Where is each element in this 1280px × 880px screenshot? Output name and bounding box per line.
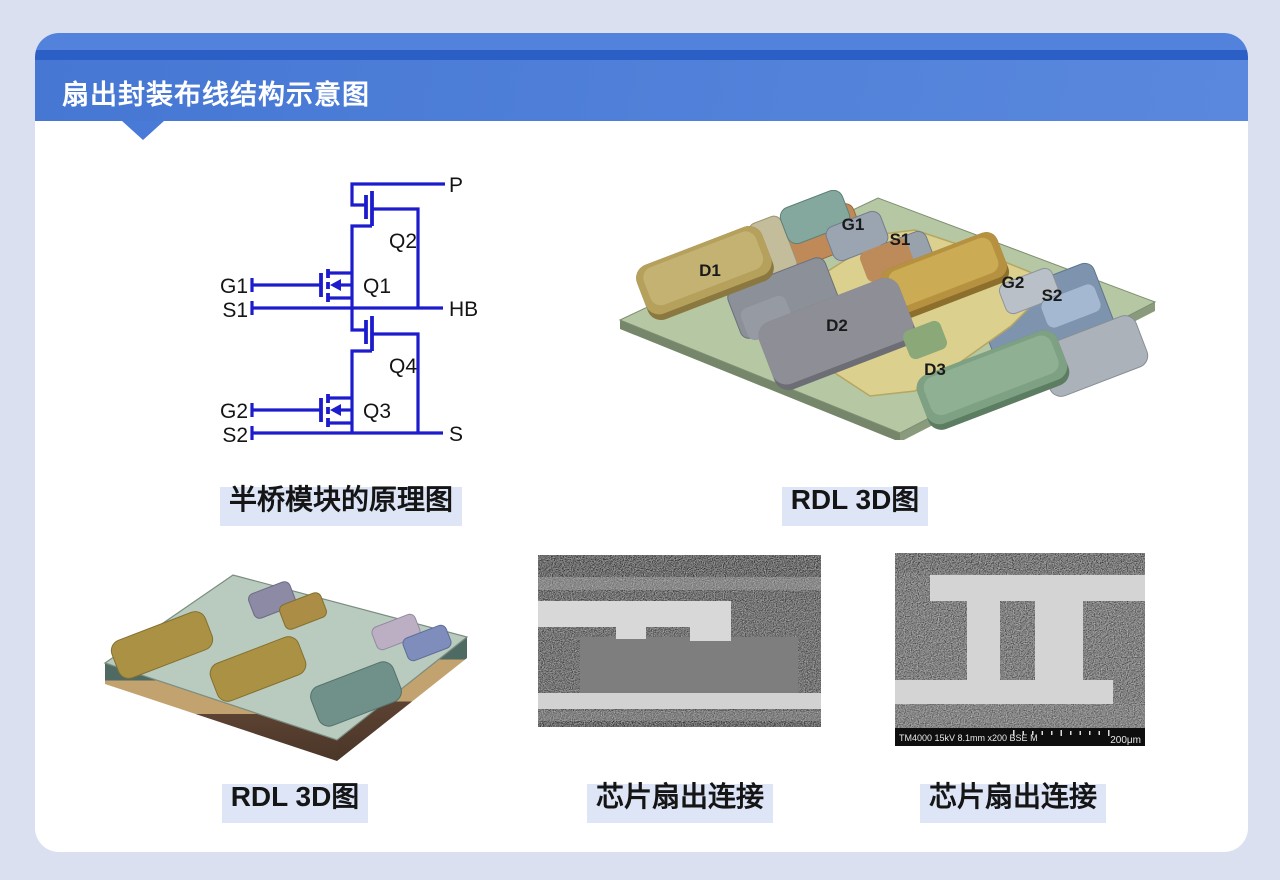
sem-right-copper xyxy=(895,575,1145,704)
rdl-3d-top-figure: D1 G1 S1 G2 S2 D2 D3 xyxy=(618,190,1157,440)
sem-scale-label: 200μm xyxy=(1110,735,1141,746)
mosfet-body-arrows xyxy=(330,279,341,416)
caption-rdl-bottom: RDL 3D图 xyxy=(165,775,425,823)
label-q4: Q4 xyxy=(389,355,417,378)
page-title: 扇出封装布线结构示意图 xyxy=(62,80,370,110)
label-g2: G2 xyxy=(1002,273,1025,292)
label-s2: S2 xyxy=(1042,286,1063,305)
label-d1: D1 xyxy=(699,261,721,280)
label-g1: G1 xyxy=(842,215,865,234)
label-d3: D3 xyxy=(924,360,946,379)
pad-d3 xyxy=(916,330,1070,430)
label-q1: Q1 xyxy=(363,275,391,298)
label-s: S xyxy=(449,423,463,446)
sem-left-copper xyxy=(538,601,821,709)
pad-d2 xyxy=(758,277,916,391)
sem-left-chip xyxy=(580,637,798,693)
schematic-wires xyxy=(250,182,445,440)
rdl-top-labels: D1 G1 S1 G2 S2 D2 D3 xyxy=(699,215,1062,379)
pad-gold xyxy=(880,232,1010,320)
sem-scale-ruler xyxy=(1013,730,1110,736)
caption-sem-right: 芯片扇出连接 xyxy=(878,775,1148,823)
caption-sem-mid: 芯片扇出连接 xyxy=(545,775,815,823)
sem-image-right: TM4000 15kV 8.1mm x200 BSE M 200μm xyxy=(895,553,1145,746)
label-g2: G2 xyxy=(220,400,248,423)
label-s1: S1 xyxy=(890,230,911,249)
rdl-pads xyxy=(636,190,1149,430)
pad-s2 xyxy=(1040,283,1102,329)
label-d2: D2 xyxy=(826,316,848,335)
label-s2: S2 xyxy=(222,424,248,447)
schematic-labels: P Q2 Q1 G1 S1 HB Q4 Q3 G2 S2 S xyxy=(220,174,478,447)
label-hb: HB xyxy=(449,298,478,321)
label-q2: Q2 xyxy=(389,230,417,253)
label-p: P xyxy=(449,174,463,197)
title-banner: 扇出封装布线结构示意图 xyxy=(35,33,1248,121)
label-g1: G1 xyxy=(220,275,248,298)
label-q3: Q3 xyxy=(363,400,391,423)
pad-d1 xyxy=(636,226,774,320)
banner-notch xyxy=(122,121,164,140)
label-s1: S1 xyxy=(222,299,248,322)
caption-rdl-top: RDL 3D图 xyxy=(740,478,970,526)
sem-status-text: TM4000 15kV 8.1mm x200 BSE M xyxy=(899,733,1038,743)
plate-pads xyxy=(110,581,452,727)
half-bridge-schematic: P Q2 Q1 G1 S1 HB Q4 Q3 G2 S2 S xyxy=(220,174,478,447)
caption-schematic: 半桥模块的原理图 xyxy=(186,478,496,526)
sem-info-bar: TM4000 15kV 8.1mm x200 BSE M 200μm xyxy=(895,728,1145,746)
rdl-3d-bottom-figure xyxy=(103,574,469,761)
sem-image-left xyxy=(538,555,821,727)
